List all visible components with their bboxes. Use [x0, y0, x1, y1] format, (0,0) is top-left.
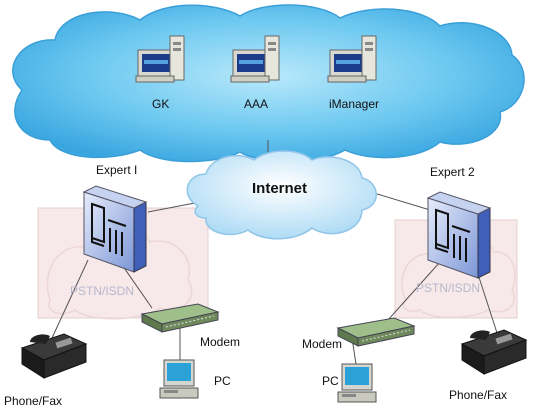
expert-device-icon: [82, 185, 148, 273]
modem-icon: [336, 317, 416, 347]
server-computer-icon: [327, 35, 377, 83]
phone-label-left: Phone/Fax: [4, 394, 63, 408]
pc-icon: [159, 359, 199, 399]
modem-icon: [140, 303, 220, 333]
pc-icon: [337, 363, 377, 403]
server-computer-icon: [230, 35, 280, 83]
server-label-aaa: AAA: [244, 97, 269, 111]
internet-cloud: [186, 150, 377, 240]
server-label-gk: GK: [152, 97, 170, 111]
pc-label-left: PC: [214, 374, 231, 388]
server-label-imanager: iManager: [329, 97, 380, 111]
phone-fax-icon: [460, 329, 528, 375]
pc-label-right: PC: [322, 374, 339, 388]
internet-label: Internet: [252, 180, 308, 197]
server-cloud: [12, 4, 525, 163]
expert-device-icon: [426, 191, 492, 279]
pstn-label-left: PSTN/ISDN: [70, 284, 135, 298]
phone-label-right: Phone/Fax: [449, 388, 508, 402]
phone-fax-icon: [20, 333, 88, 379]
expert-label-right: Expert 2: [430, 165, 475, 179]
pstn-label-right: PSTN/ISDN: [416, 281, 481, 295]
modem-label-right: Modem: [302, 337, 343, 351]
expert-label-left: Expert I: [96, 163, 138, 177]
server-computer-icon: [135, 35, 185, 83]
modem-label-left: Modem: [200, 335, 241, 349]
